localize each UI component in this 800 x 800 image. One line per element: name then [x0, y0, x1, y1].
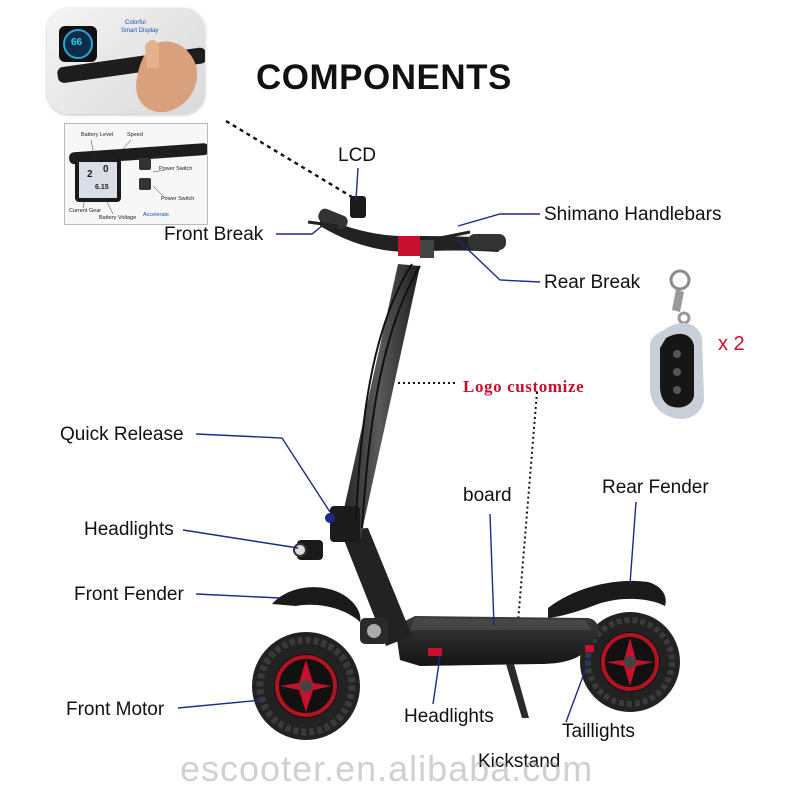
- display-diagram-inset: 2 0 6.15 Battery Level Speed Shift Up Po…: [64, 123, 208, 225]
- display-diagram-photo: [69, 139, 207, 215]
- label-headlights-front: Headlights: [84, 519, 174, 540]
- label-quick-release: Quick Release: [60, 424, 184, 445]
- front-fender-shape: [272, 587, 361, 622]
- page-title: COMPONENTS: [256, 58, 512, 97]
- watermark: escooter.en.alibaba.com: [180, 748, 594, 789]
- leader-lines: [177, 167, 637, 723]
- display-gear: 2: [87, 169, 93, 180]
- smart-display-inset: 66 Colorful Smart Display: [47, 8, 205, 114]
- label-headlights-deck: Headlights: [404, 706, 494, 727]
- label-lcd: LCD: [338, 145, 377, 166]
- label-rear-break: Rear Break: [544, 272, 641, 293]
- inset-caption-line1: Colorful: [125, 20, 146, 26]
- label-rear-fender: Rear Fender: [602, 477, 709, 498]
- neck-shape: [340, 528, 412, 646]
- display-label-shift-up: Shift Up: [161, 152, 181, 158]
- display-label-battery-voltage: Battery Voltage: [99, 215, 137, 221]
- handlebar-shape: [320, 216, 505, 252]
- display-label-accelerate: Accelerate: [143, 212, 169, 218]
- label-kickstand: Kickstand: [478, 751, 561, 772]
- display-speed: 0: [103, 164, 109, 175]
- display-label-power-switch-bottom: Power Switch: [161, 196, 195, 202]
- front-wheel: [252, 632, 360, 740]
- label-logo-customize: Logo customize: [463, 377, 585, 396]
- remote-key-fob: [650, 269, 704, 420]
- lcd-pointer-line: [225, 119, 353, 199]
- label-shimano-handlebars: Shimano Handlebars: [544, 204, 722, 225]
- display-label-speed: Speed: [127, 132, 143, 138]
- display-label-current-gear: Current Gear: [69, 208, 102, 214]
- label-board: board: [463, 485, 512, 506]
- inset-caption-line2: Smart Display: [121, 28, 159, 34]
- label-taillights: Taillights: [562, 721, 635, 742]
- label-front-motor: Front Motor: [66, 699, 165, 720]
- label-front-fender: Front Fender: [74, 584, 184, 605]
- display-label-power-switch-top: Power Switch: [159, 166, 193, 172]
- rear-fender-shape: [548, 580, 666, 618]
- stem-shape: [338, 264, 420, 540]
- label-front-break: Front Break: [164, 224, 264, 245]
- remote-count: x 2: [718, 333, 745, 355]
- display-trip: 6.15: [95, 184, 109, 191]
- display-label-battery-level: Battery Level: [81, 132, 114, 138]
- inset-speed-value: 66: [71, 37, 83, 48]
- smart-display-photo: [57, 26, 205, 113]
- rear-wheel: [580, 612, 680, 712]
- logo-pointer-line-vertical: [517, 391, 538, 623]
